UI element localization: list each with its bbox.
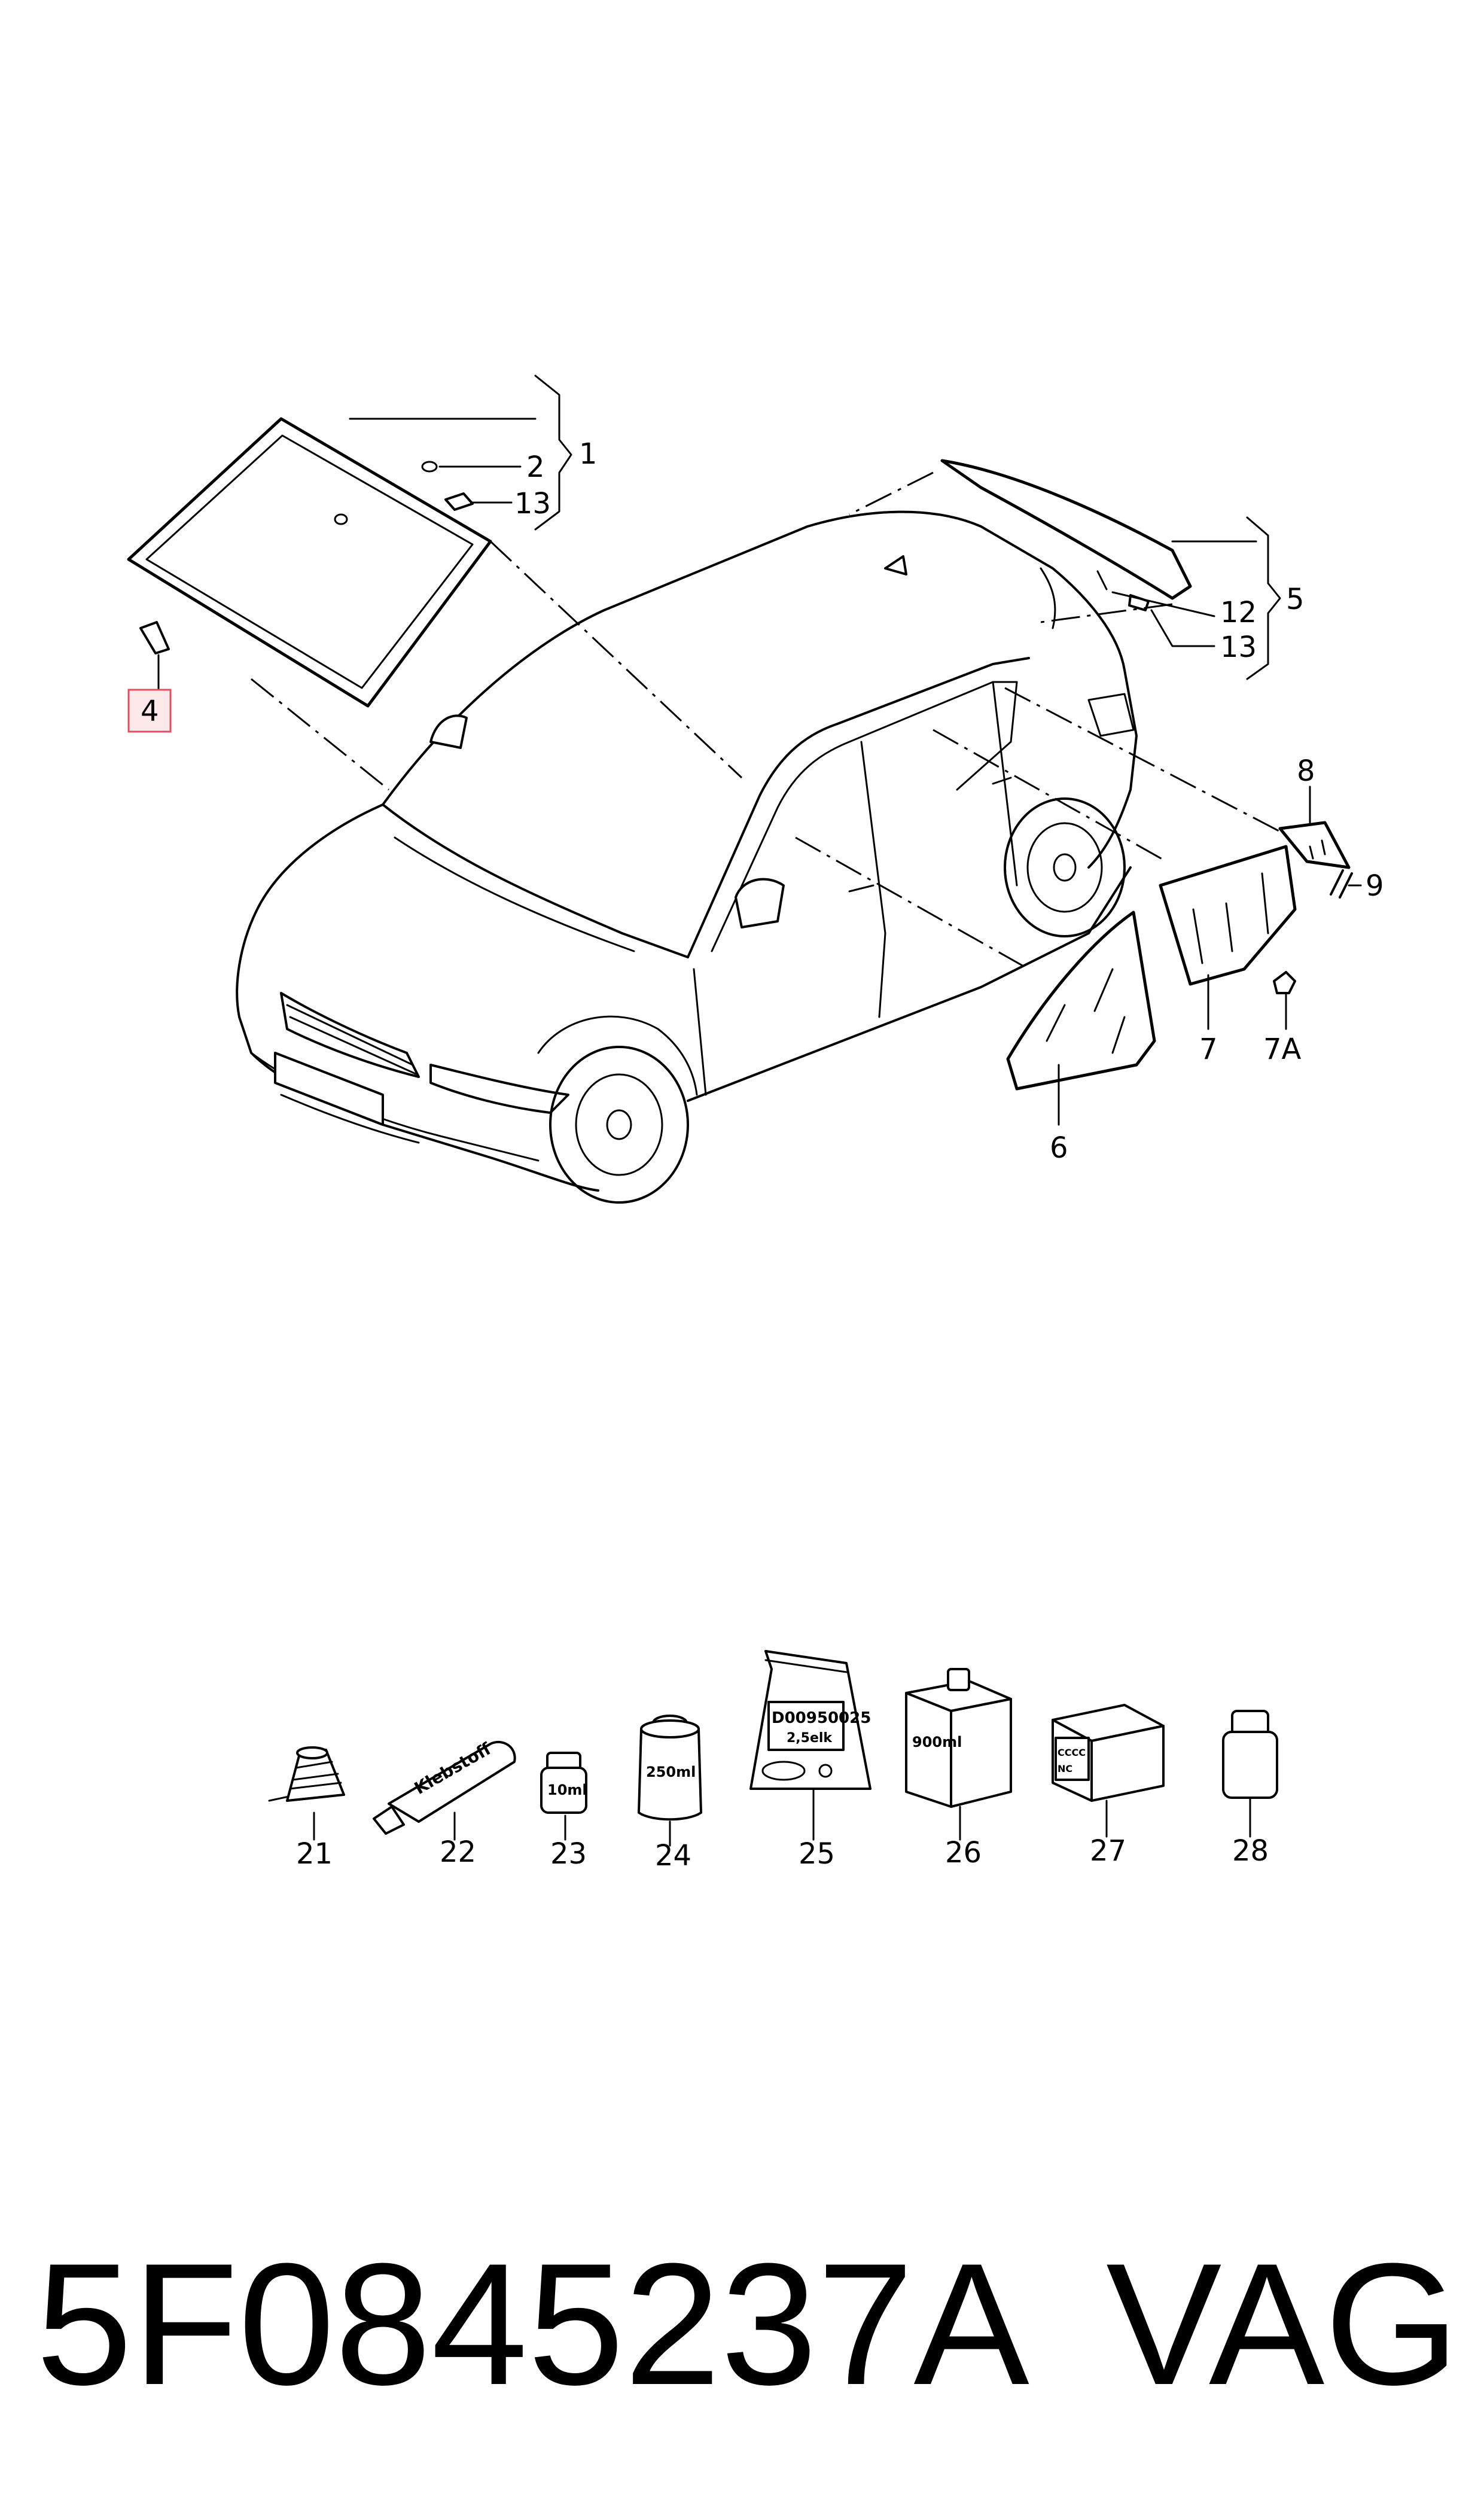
front-door-glass-part: [1006, 911, 1156, 1091]
seal-part: [444, 492, 474, 511]
callout-27[interactable]: 27: [1090, 1834, 1126, 1868]
small-box-label-1: CCCC: [1058, 1747, 1086, 1758]
clip-7a-part: [1273, 971, 1296, 1006]
callout-7[interactable]: 7: [1199, 1033, 1218, 1066]
callout-22[interactable]: 22: [440, 1835, 476, 1869]
callout-26[interactable]: 26: [945, 1836, 982, 1870]
highlight-box: [127, 689, 172, 733]
bag-item: D00950025 2,5elk: [749, 1650, 871, 1841]
callout-23[interactable]: 23: [550, 1837, 587, 1871]
adhesive-tube-item: Klebstoff: [373, 1738, 516, 1841]
small-box-label-2: NC: [1058, 1763, 1072, 1774]
bag-label-1: D00950025: [772, 1709, 871, 1727]
clip-part: [421, 461, 438, 473]
callout-2[interactable]: 2: [526, 450, 545, 484]
box-item: 900ml: [905, 1668, 1012, 1841]
windscreen-part: [127, 417, 492, 708]
small-bottle-label: 10ml: [547, 1782, 587, 1798]
rear-window-part: [940, 459, 1192, 600]
callout-13[interactable]: 13: [514, 487, 551, 520]
callout-25[interactable]: 25: [799, 1837, 835, 1871]
sealant-cone-item: [268, 1746, 345, 1841]
callout-8[interactable]: 8: [1297, 754, 1315, 788]
callout-4[interactable]: 4: [141, 695, 159, 728]
assembly-lines: [251, 471, 1281, 970]
leader-lines: [157, 374, 1362, 1126]
callout-12[interactable]: 12: [1220, 596, 1257, 629]
can-item: 250ml: [638, 1715, 702, 1847]
jar-item: [1222, 1710, 1278, 1838]
sensor-part: [139, 621, 170, 654]
part-number: 5F0845237A: [36, 2227, 1029, 2421]
bag-label-2: 2,5elk: [787, 1731, 833, 1746]
callout-6[interactable]: 6: [1050, 1131, 1068, 1165]
quarter-glass-part: [1278, 821, 1351, 869]
seal-strip-part: [1330, 869, 1353, 899]
callout-13-rear[interactable]: 13: [1220, 631, 1257, 664]
callout-21[interactable]: 21: [296, 1837, 333, 1871]
box-label: 900ml: [912, 1734, 962, 1750]
clip-part-rear: [1096, 570, 1108, 590]
car-illustration: [236, 510, 1138, 1204]
footer-caption: 5F0845237A VAG: [36, 2225, 1459, 2423]
callout-5[interactable]: 5: [1286, 583, 1305, 616]
callout-7a[interactable]: 7A: [1263, 1033, 1302, 1066]
small-box-item: CCCC NC: [1052, 1704, 1165, 1838]
callout-24[interactable]: 24: [655, 1839, 691, 1872]
callout-28[interactable]: 28: [1232, 1834, 1269, 1868]
rear-door-glass-part: [1159, 845, 1297, 986]
small-bottle-item: 10ml: [540, 1752, 587, 1841]
brand-name: VAG: [1106, 2227, 1459, 2421]
callout-1[interactable]: 1: [579, 437, 598, 471]
callout-9[interactable]: 9: [1366, 869, 1384, 903]
can-label: 250ml: [646, 1764, 696, 1780]
